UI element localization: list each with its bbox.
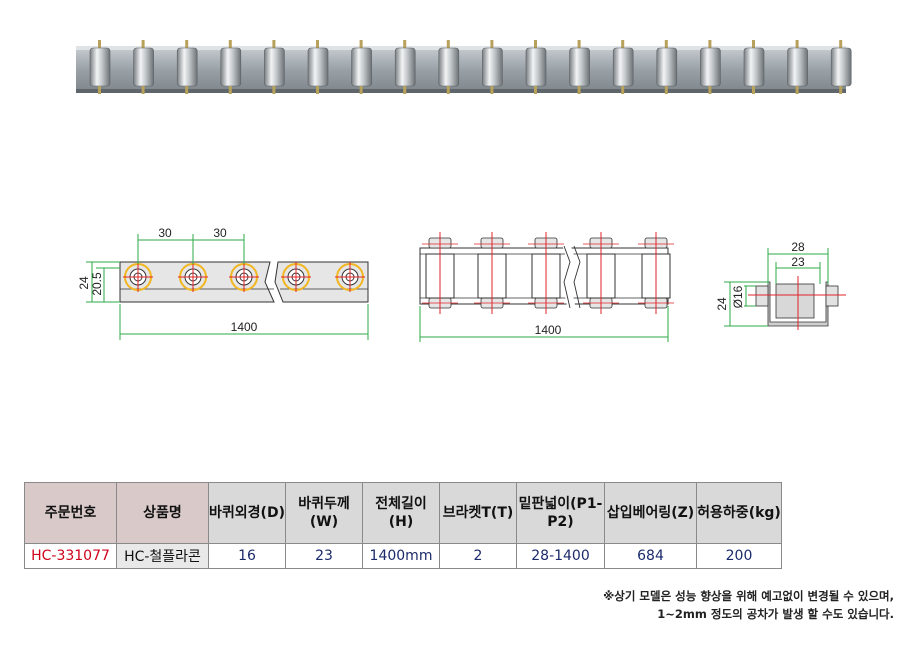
- top-roller: [638, 232, 674, 314]
- front-wheel: [229, 262, 259, 292]
- header-total-length: 전체길이(H): [362, 482, 440, 544]
- product-photo: [76, 40, 852, 94]
- cell-total-length: 1400mm: [362, 543, 440, 569]
- height-inner-label: 20.5: [90, 272, 104, 296]
- side-roller: [775, 283, 815, 319]
- table-row: HC-331077 HC-철플라콘 16 23 1400mm 2 28-1400…: [24, 543, 782, 569]
- cell-allowed-load: 200: [696, 543, 782, 569]
- roller: [89, 40, 111, 94]
- side-width-outer-label: 28: [791, 240, 805, 254]
- height-outer-label: 24: [77, 276, 91, 290]
- header-wheel-diameter: 바퀴외경(D): [208, 482, 286, 544]
- header-allowed-load: 허용하중(kg): [696, 482, 782, 544]
- header-order-number: 주문번호: [24, 482, 117, 544]
- top-roller: [422, 232, 458, 314]
- roller: [482, 40, 503, 94]
- cell-product-name: HC-철플라콘: [116, 543, 209, 569]
- front-wheel: [123, 262, 153, 292]
- cell-base-width: 28-1400: [516, 543, 605, 569]
- top-view: 1400: [419, 232, 674, 342]
- roller: [351, 40, 372, 94]
- header-product-name: 상품명: [116, 482, 209, 544]
- top-roller: [474, 232, 510, 314]
- cell-bearing-count: 684: [604, 543, 697, 569]
- side-height-label: 24: [715, 297, 729, 311]
- roller: [438, 40, 460, 94]
- cell-order-number[interactable]: HC-331077: [24, 543, 117, 569]
- top-roller: [528, 232, 564, 314]
- roller: [830, 40, 852, 94]
- table-header-row: 주문번호 상품명 바퀴외경(D) 바퀴두께(W) 전체길이(H) 브라켓T(T)…: [24, 482, 782, 544]
- top-roller: [583, 232, 619, 314]
- cell-wheel-diameter: 16: [208, 543, 286, 569]
- roller: [176, 40, 198, 94]
- header-wheel-width: 바퀴두께(W): [285, 482, 363, 544]
- roller: [264, 40, 285, 94]
- front-wheel: [178, 262, 208, 292]
- roller: [307, 40, 329, 94]
- roller: [743, 40, 765, 94]
- roller: [394, 40, 416, 94]
- roller: [700, 40, 721, 94]
- header-base-width: 밑판넓이(P1-P2): [516, 482, 605, 544]
- header-bracket-thickness: 브라켓T(T): [439, 482, 517, 544]
- spec-table: 주문번호 상품명 바퀴외경(D) 바퀴두께(W) 전체길이(H) 브라켓T(T)…: [24, 482, 782, 569]
- front-view: 30 30 24 20.5 1400: [77, 226, 369, 340]
- front-length-label: 1400: [231, 320, 258, 334]
- roller: [220, 40, 242, 94]
- cell-bracket-thickness: 2: [439, 543, 517, 569]
- technical-drawings: 30 30 24 20.5 1400 1400: [77, 226, 846, 342]
- roller: [569, 40, 590, 94]
- front-wheel: [281, 262, 311, 292]
- cell-wheel-width: 23: [285, 543, 363, 569]
- roller: [656, 40, 678, 94]
- top-length-label: 1400: [535, 323, 562, 337]
- side-view: 28 23 24 Ø16: [715, 240, 846, 330]
- top-roller-group: [422, 232, 674, 314]
- header-bearing-count: 삽입베어링(Z): [604, 482, 697, 544]
- disclaimer-note-1: ※상기 모델은 성능 향상을 위해 예고없이 변경될 수 있으며,: [603, 589, 894, 603]
- roller-group: [89, 40, 852, 94]
- roller: [525, 40, 547, 94]
- front-wheel-group: [123, 262, 365, 292]
- roller: [612, 40, 634, 94]
- disclaimer-note-2: 1~2mm 정도의 공차가 발생 할 수도 있습니다.: [657, 607, 894, 621]
- roller: [787, 40, 808, 94]
- roller: [133, 40, 154, 94]
- side-width-inner-label: 23: [791, 255, 805, 269]
- side-diameter-label: Ø16: [731, 285, 745, 308]
- pitch-label-1: 30: [158, 226, 172, 240]
- pitch-label-2: 30: [213, 226, 227, 240]
- front-wheel: [335, 262, 365, 292]
